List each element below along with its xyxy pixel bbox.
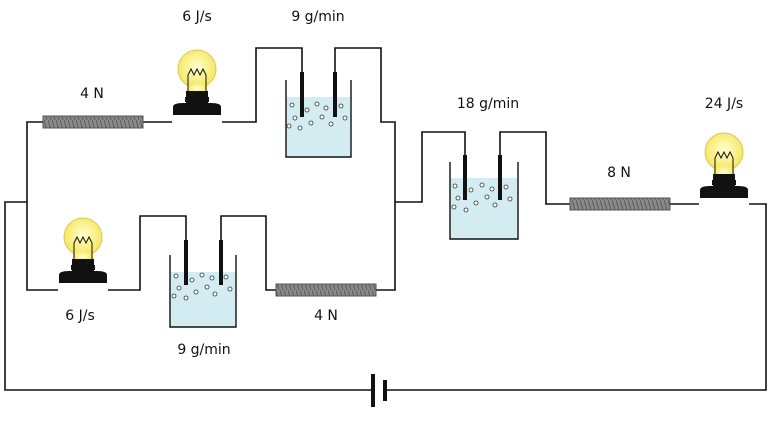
bulb-right: 24 J/s [699, 96, 749, 199]
electrolytic-cell-icon [449, 155, 519, 240]
electrolytic-cell-icon [169, 240, 237, 328]
resistor-right: 8 N [569, 165, 671, 211]
bulb-label: 24 J/s [705, 96, 743, 112]
resistor-bottom: 4 N [275, 283, 377, 324]
cell-label: 9 g/min [177, 342, 230, 358]
resistor-top-left: 4 N [42, 86, 144, 129]
cell-label: 9 g/min [291, 9, 344, 25]
resistor-label: 4 N [80, 86, 104, 102]
bulb-label: 6 J/s [65, 308, 95, 324]
battery [371, 374, 387, 407]
cell-middle: 18 g/min [449, 96, 519, 240]
resistor-icon [569, 197, 671, 211]
cell-bottom: 9 g/min [169, 240, 237, 358]
resistor-icon [42, 115, 144, 129]
light-bulb-icon [58, 217, 108, 284]
light-bulb-icon [699, 132, 749, 199]
resistor-label: 8 N [607, 165, 631, 181]
wires [4, 47, 767, 391]
light-bulb-icon [172, 49, 222, 116]
cell-label: 18 g/min [457, 96, 519, 112]
resistor-icon [275, 283, 377, 297]
electrolytic-cell-icon [285, 72, 352, 158]
bulb-label: 6 J/s [182, 9, 212, 25]
bulb-top: 6 J/s [172, 9, 222, 116]
resistor-label: 4 N [314, 308, 338, 324]
cell-top: 9 g/min [285, 9, 352, 158]
bulb-bottom-left: 6 J/s [58, 217, 108, 324]
